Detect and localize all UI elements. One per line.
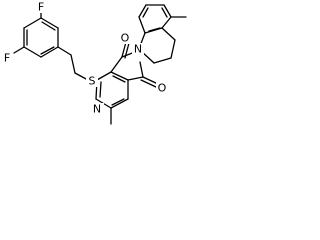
bond [13, 46, 25, 54]
bond [70, 54, 76, 74]
bond [121, 41, 127, 58]
bond-inner [142, 7, 149, 18]
bond [138, 16, 146, 34]
bond [110, 71, 129, 81]
bond [170, 39, 176, 59]
bond [124, 42, 130, 59]
bond [163, 4, 172, 18]
fluorine-atom-label: F [4, 52, 10, 65]
atom-bg [132, 43, 144, 55]
molecule-diagram: F F S N N O O [0, 0, 191, 148]
bond [142, 76, 159, 85]
bond-inner [111, 98, 125, 106]
fluorine-atom-label: F [38, 1, 44, 14]
bond [40, 17, 59, 29]
bond [110, 56, 123, 73]
bond [161, 16, 172, 29]
bond [57, 46, 72, 56]
bond [138, 4, 147, 18]
pyridine-nitrogen-label: N [93, 103, 101, 116]
bond-inner [41, 21, 56, 31]
imide-nitrogen-label: N [134, 43, 142, 56]
bond [74, 72, 89, 81]
bond-inner [99, 81, 102, 98]
bond [23, 17, 42, 29]
difluorobenzyl-ring [13, 11, 72, 58]
bond-inner [148, 27, 161, 32]
bond [161, 27, 176, 41]
imide-ring [110, 41, 159, 88]
atom-bg [119, 32, 131, 44]
bond [110, 98, 129, 109]
bond [140, 79, 157, 88]
atom-bg [86, 75, 98, 87]
bond-inner [40, 46, 55, 55]
bond [40, 46, 59, 58]
bond [153, 57, 172, 64]
bond-inner [161, 7, 168, 18]
bond [23, 46, 42, 58]
pyridine-ring [95, 71, 129, 125]
sulfur-atom-label: S [89, 75, 96, 88]
bond [127, 76, 144, 81]
atom-bg [92, 103, 104, 115]
methylphenyl-ring [138, 4, 187, 64]
structure-canvas: F F S N N O O [1, 1, 187, 125]
bond-inner [112, 75, 126, 83]
atom-bg [156, 82, 168, 94]
atom-bg [1, 52, 13, 64]
bond [139, 61, 144, 78]
bond [96, 71, 112, 81]
oxygen-atom-label: O [121, 32, 130, 45]
atom-bg [35, 1, 47, 13]
oxygen-atom-label: O [158, 82, 167, 95]
